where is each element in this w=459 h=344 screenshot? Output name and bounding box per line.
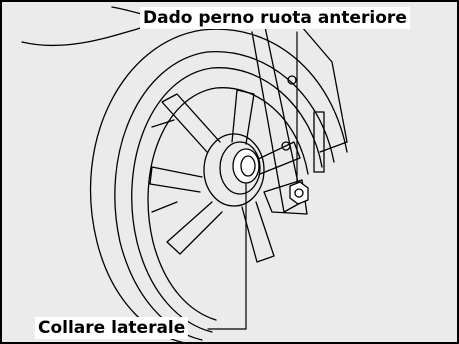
leader-line-side-collar <box>207 183 247 330</box>
spoke <box>231 89 255 145</box>
spoke <box>151 119 175 128</box>
spoke <box>161 93 221 153</box>
wheel-illustration <box>21 6 348 342</box>
tire-outer <box>89 28 348 342</box>
label-side-collar: Collare laterale <box>35 317 189 339</box>
fork-bolt-2 <box>281 141 291 151</box>
fork-bolt <box>287 75 297 85</box>
side-collar-hole <box>240 155 256 177</box>
axle-nut <box>289 181 309 205</box>
spoke <box>241 201 275 263</box>
label-front-axle-nut: Dado perno ruota anteriore <box>140 7 410 29</box>
fork-leg-front <box>301 26 348 153</box>
axle-bracket <box>263 179 308 215</box>
rim-outer <box>131 67 323 333</box>
spoke <box>151 201 178 213</box>
rim-inner <box>147 87 309 321</box>
axle-nut-center <box>294 188 304 198</box>
hub-mid <box>219 141 261 195</box>
spoke <box>149 166 203 193</box>
fork-leg <box>251 21 303 213</box>
hub-outer <box>203 133 265 207</box>
fork-slot <box>313 111 325 173</box>
spoke <box>166 201 223 255</box>
